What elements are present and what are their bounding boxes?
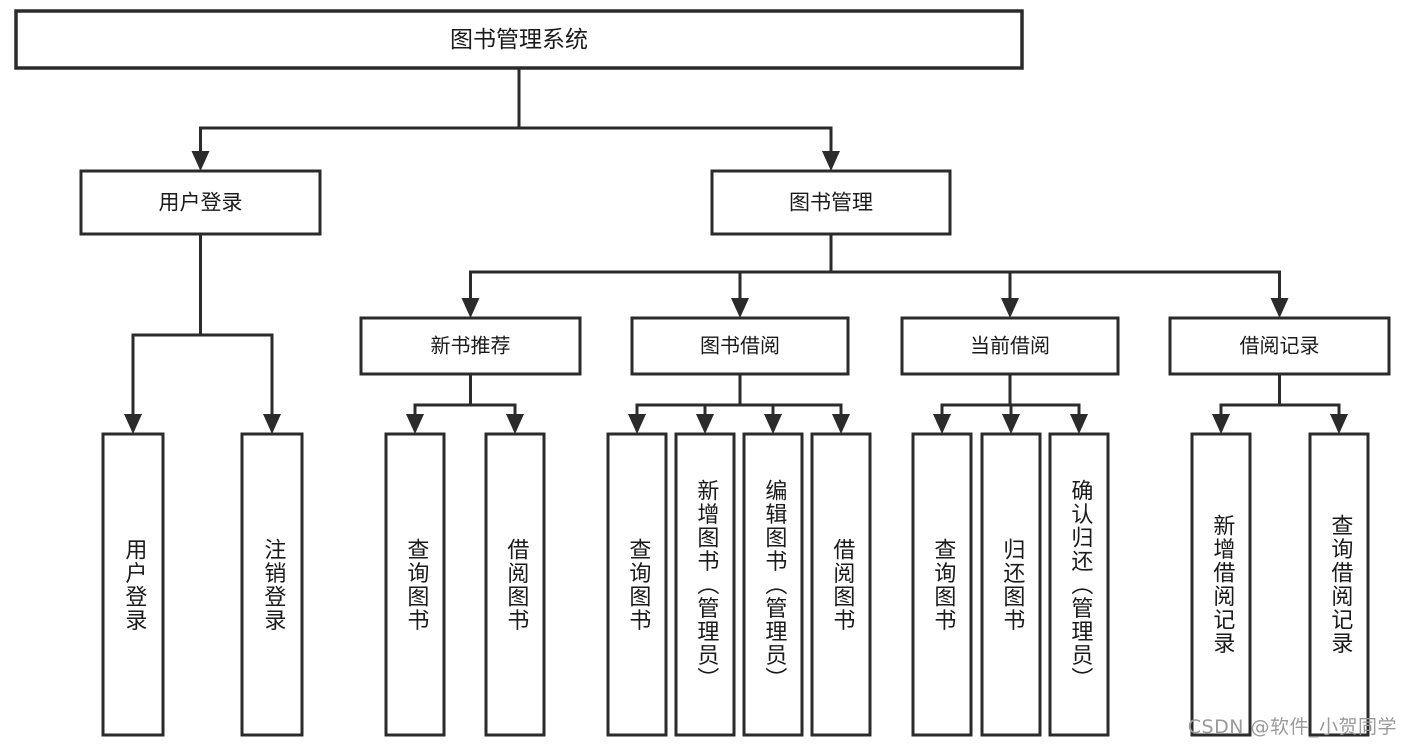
watermark-text: CSDN @软件_小贺同学 <box>1187 716 1397 738</box>
node-box-leaf-3 <box>484 432 546 737</box>
node-box-leaf-10 <box>1048 432 1110 737</box>
node-label-root: 图书管理系统 <box>450 27 588 53</box>
node-label-level2-0: 新书推荐 <box>431 334 511 358</box>
arrow-down-icon-leaf-9 <box>1002 414 1020 434</box>
node-label-level1-0: 用户登录 <box>159 191 243 215</box>
node-box-level2-2 <box>900 316 1120 376</box>
arrow-down-icon-leaf-11 <box>1212 414 1230 434</box>
arrow-down-icon-leaf-6 <box>764 414 782 434</box>
node-label-level2-3: 借阅记录 <box>1240 334 1320 358</box>
arrow-down-icon-level1-1 <box>822 151 840 171</box>
node-box-leaf-7 <box>810 432 872 737</box>
arrow-down-icon-level2-1 <box>731 298 749 318</box>
arrow-down-icon-level1-0 <box>191 151 210 171</box>
node-box-leaf-6 <box>742 432 804 737</box>
arrow-down-icon-leaf-2 <box>406 414 424 434</box>
node-box-leaf-12 <box>1308 432 1370 737</box>
arrow-down-icon-leaf-3 <box>506 414 524 434</box>
arrow-down-icon-leaf-0 <box>124 414 142 434</box>
arrow-down-icon-leaf-10 <box>1070 414 1088 434</box>
node-box-leaf-4 <box>606 432 668 737</box>
node-box-level2-0 <box>359 316 582 376</box>
boxes-layer <box>14 9 1391 737</box>
node-box-level1-1 <box>710 169 952 236</box>
arrow-down-icon-level2-2 <box>1001 298 1019 318</box>
node-box-leaf-9 <box>980 432 1042 737</box>
arrow-down-icon-leaf-4 <box>628 414 646 434</box>
arrow-down-icon-leaf-5 <box>696 414 714 434</box>
arrow-down-icon-leaf-8 <box>933 414 951 434</box>
arrow-down-icon-leaf-12 <box>1330 414 1348 434</box>
node-box-leaf-0 <box>101 432 165 737</box>
node-box-leaf-1 <box>240 432 304 737</box>
node-box-leaf-2 <box>384 432 446 737</box>
connectors-layer <box>124 66 1348 434</box>
node-label-level2-1: 图书借阅 <box>700 334 780 358</box>
node-box-root <box>14 9 1024 70</box>
arrow-down-icon-leaf-7 <box>832 414 850 434</box>
node-box-level2-1 <box>630 316 850 376</box>
node-label-level1-1: 图书管理 <box>789 191 873 215</box>
node-box-level2-3 <box>1168 316 1391 376</box>
node-box-level1-0 <box>79 169 322 236</box>
node-box-leaf-11 <box>1190 432 1252 737</box>
arrow-down-icon-level2-3 <box>1270 298 1289 318</box>
arrow-down-icon-level2-0 <box>461 298 480 318</box>
arrow-down-icon-leaf-1 <box>263 414 281 434</box>
node-box-leaf-5 <box>674 432 736 737</box>
node-box-leaf-8 <box>911 432 973 737</box>
node-label-level2-2: 当前借阅 <box>970 334 1050 358</box>
